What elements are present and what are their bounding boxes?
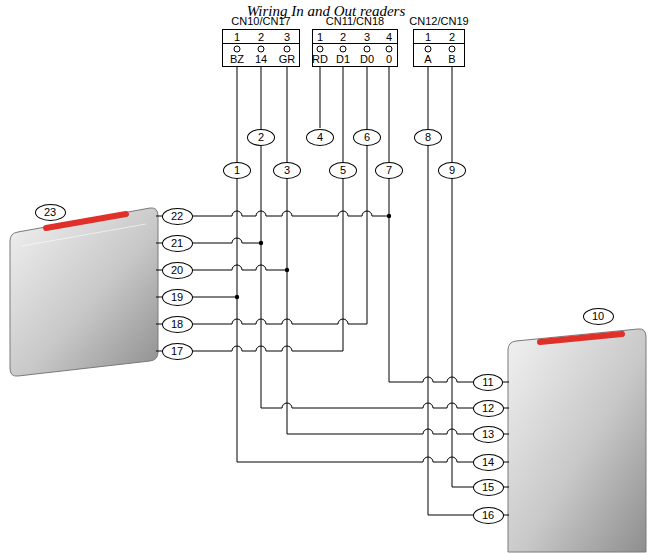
callout-number: 10 bbox=[583, 308, 614, 325]
screw-terminal bbox=[364, 46, 370, 52]
connector-name: CN11/CN18 bbox=[326, 15, 385, 27]
callout-number: 3 bbox=[273, 162, 301, 179]
junction-dot bbox=[235, 295, 239, 299]
pin-number: 2 bbox=[449, 31, 455, 43]
screw-terminal bbox=[340, 46, 346, 52]
signal-name: A bbox=[424, 53, 431, 65]
reader-in bbox=[10, 208, 158, 376]
wire bbox=[367, 67, 368, 324]
pin-number: 1 bbox=[317, 31, 323, 43]
callout-number: 1 bbox=[223, 162, 251, 179]
wires bbox=[156, 44, 509, 516]
callout-number: 2 bbox=[247, 129, 275, 146]
wire bbox=[261, 67, 262, 408]
screw-terminal bbox=[317, 46, 323, 52]
connector-name: CN10/CN17 bbox=[231, 15, 290, 27]
wire bbox=[343, 67, 344, 351]
callout-number: 17 bbox=[162, 343, 193, 360]
pin-number: 2 bbox=[258, 31, 264, 43]
signal-name: B bbox=[448, 53, 455, 65]
connector-block: CN12/CN1912AB bbox=[413, 29, 465, 67]
callout-number: 16 bbox=[473, 507, 504, 524]
pin-number: 1 bbox=[425, 31, 431, 43]
callout-number: 6 bbox=[353, 129, 381, 146]
connector-name: CN12/CN19 bbox=[409, 15, 468, 27]
wire bbox=[287, 67, 288, 434]
pin-number: 3 bbox=[284, 31, 290, 43]
screw-terminal bbox=[284, 46, 290, 52]
signal-name: RD bbox=[312, 53, 328, 65]
callout-number: 9 bbox=[438, 162, 466, 179]
callout-number: 22 bbox=[162, 208, 193, 225]
signal-name: D1 bbox=[336, 53, 350, 65]
callout-number: 21 bbox=[162, 235, 193, 252]
wire bbox=[320, 67, 321, 128]
junction-dot bbox=[387, 214, 391, 218]
callout-number: 18 bbox=[162, 316, 193, 333]
callout-number: 7 bbox=[375, 162, 403, 179]
block-divider bbox=[312, 43, 398, 44]
callout-number: 11 bbox=[473, 374, 503, 391]
block-divider bbox=[413, 43, 465, 44]
signal-name: D0 bbox=[360, 53, 374, 65]
wire bbox=[452, 67, 453, 487]
signal-name: BZ bbox=[230, 53, 244, 65]
screw-terminal bbox=[449, 46, 455, 52]
pin-number: 3 bbox=[364, 31, 370, 43]
callout-number: 12 bbox=[473, 400, 504, 417]
signal-name: GR bbox=[279, 53, 296, 65]
callout-number: 4 bbox=[306, 129, 334, 146]
callout-number: 20 bbox=[162, 262, 193, 279]
wire bbox=[237, 457, 509, 462]
screw-terminal bbox=[258, 46, 264, 52]
callout-number: 15 bbox=[473, 479, 504, 496]
pin-number: 4 bbox=[386, 31, 392, 43]
junction-dot bbox=[259, 241, 263, 245]
callout-number: 13 bbox=[473, 426, 504, 443]
connector-block: CN10/CN17123BZ14GR bbox=[222, 29, 300, 67]
pin-number: 2 bbox=[340, 31, 346, 43]
callout-number: 19 bbox=[162, 289, 193, 306]
wire bbox=[261, 403, 509, 408]
connector-block: CN11/CN181234RDD1D00 bbox=[312, 29, 398, 67]
screw-terminal bbox=[386, 46, 392, 52]
screw-terminal bbox=[425, 46, 431, 52]
signal-name: 14 bbox=[255, 53, 267, 65]
screw-terminal bbox=[234, 46, 240, 52]
signal-name: 0 bbox=[386, 53, 392, 65]
callout-number: 23 bbox=[35, 204, 66, 221]
junction-dot bbox=[285, 268, 289, 272]
block-divider bbox=[222, 43, 300, 44]
reader-out bbox=[508, 329, 646, 552]
callout-number: 14 bbox=[473, 454, 504, 471]
pin-number: 1 bbox=[234, 31, 240, 43]
wire bbox=[389, 67, 390, 382]
callout-number: 5 bbox=[329, 162, 357, 179]
callout-number: 8 bbox=[414, 129, 442, 146]
